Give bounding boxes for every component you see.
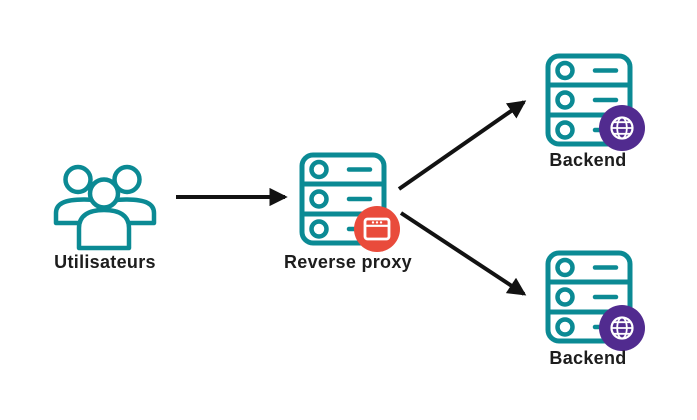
- backend-bottom-label: Backend: [549, 348, 627, 368]
- globe-badge-icon: [599, 305, 645, 351]
- reverse-proxy-label: Reverse proxy: [284, 252, 412, 272]
- globe-badge-icon: [599, 105, 645, 151]
- edge-proxy-to-backend-top: [397, 100, 527, 191]
- users-label: Utilisateurs: [54, 252, 156, 272]
- users-group-icon: [53, 164, 157, 251]
- browser-window-badge-icon: [354, 206, 400, 252]
- edge-proxy-to-backend-bottom: [399, 211, 527, 296]
- backend-top-label: Backend: [549, 150, 627, 170]
